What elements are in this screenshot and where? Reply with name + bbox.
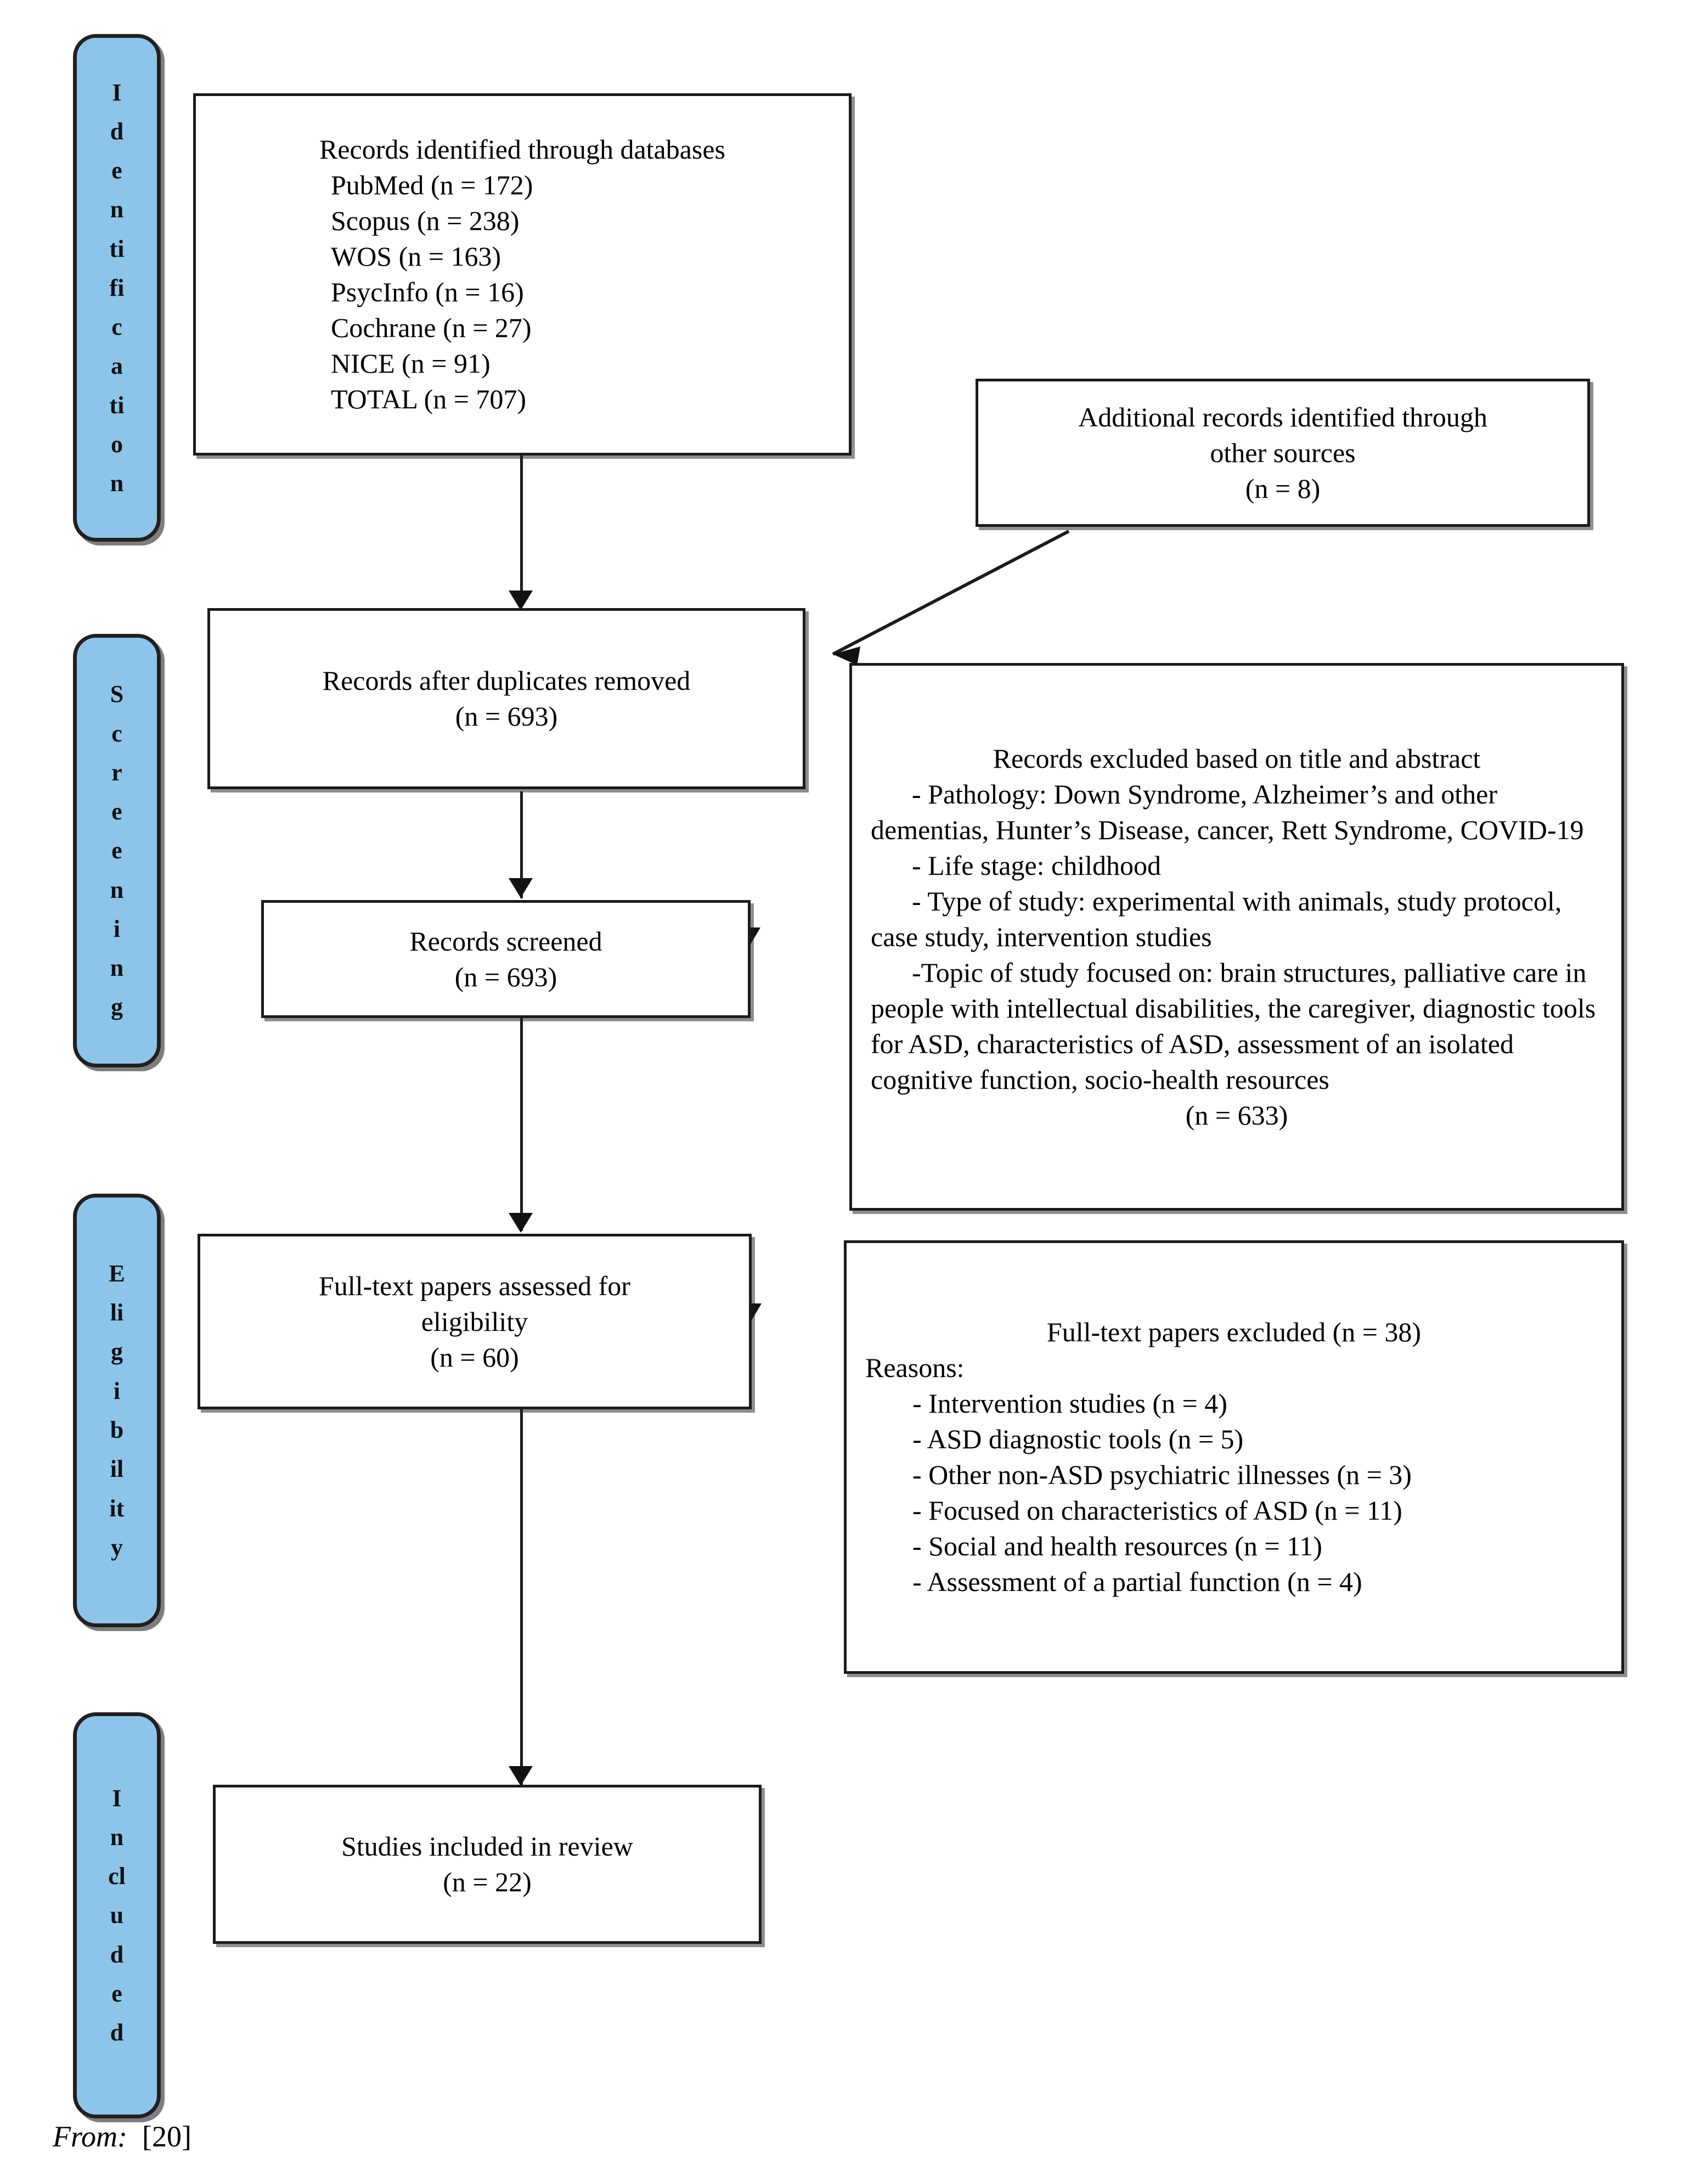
fulltext-excluded-reason: - Assessment of a partial function (n = …	[912, 1566, 1362, 1597]
studies-included-line1: Studies included in review	[341, 1831, 633, 1862]
arrowhead-icon	[509, 1766, 533, 1786]
stage-letter: E	[109, 1260, 125, 1287]
stage-letter: il	[110, 1455, 124, 1483]
fulltext-excluded-heading: Full-text papers excluded (n = 38)	[1046, 1317, 1422, 1347]
stage-label-identification: I d e n ti fi c a ti o n	[110, 73, 125, 503]
stage-letter: e	[111, 157, 122, 184]
connector-additional-to-duplicates	[779, 521, 1119, 681]
box-records-screened: Records screened (n = 693)	[261, 900, 751, 1018]
fulltext-assessed-line1: Full-text papers assessed for	[319, 1270, 630, 1301]
stage-letter: c	[111, 313, 122, 341]
stage-letter: a	[110, 352, 123, 380]
studies-included-count: (n = 22)	[443, 1867, 532, 1897]
source-note-reference: [20]	[142, 2120, 191, 2153]
stage-letter: S	[110, 681, 124, 708]
fulltext-assessed-line2: eligibility	[421, 1306, 528, 1337]
fulltext-excluded-reason: - Other non-ASD psychiatric illnesses (n…	[912, 1459, 1412, 1490]
database-row: TOTAL (n = 707)	[331, 384, 527, 414]
database-row: WOS (n = 163)	[331, 241, 501, 272]
stage-letter: I	[112, 78, 122, 106]
database-row: NICE (n = 91)	[331, 348, 491, 379]
connector-fulltext-to-included	[520, 1406, 523, 1785]
stage-letter: I	[112, 1784, 122, 1812]
stage-letter: it	[109, 1494, 125, 1522]
stage-letter: b	[110, 1416, 124, 1443]
database-row: PubMed (n = 172)	[331, 170, 533, 200]
stage-letter: d	[110, 117, 124, 145]
stage-letter: e	[111, 798, 122, 825]
diagonal-arrow-icon	[832, 530, 1070, 665]
connector-identified-to-duplicates	[520, 453, 523, 601]
stage-letter: o	[110, 430, 123, 458]
box-records-after-duplicates: Records after duplicates removed (n = 69…	[207, 608, 805, 789]
records-identified-heading: Records identified through databases	[319, 134, 726, 165]
fulltext-excluded-reasons-label: Reasons:	[865, 1352, 965, 1383]
connector-duplicates-to-screened	[520, 791, 523, 898]
stage-label-included: I n cl u d e d	[108, 1779, 126, 2053]
box-records-identified: Records identified through databases Pub…	[193, 93, 852, 456]
stage-letter: y	[110, 1533, 123, 1561]
stage-pill-identification: I d e n ti fi c a ti o n	[73, 34, 161, 542]
fulltext-excluded-reason: - Focused on characteristics of ASD (n =…	[912, 1495, 1402, 1526]
stage-label-eligibility: E li g i b il it y	[109, 1254, 125, 1567]
stage-letter: e	[111, 837, 122, 864]
arrowhead-icon	[509, 1213, 533, 1233]
stage-letter: ti	[109, 235, 125, 262]
source-note: From: [20]	[53, 2120, 191, 2154]
box-fulltext-assessed: Full-text papers assessed for eligibilit…	[198, 1234, 752, 1409]
database-row: Scopus (n = 238)	[331, 205, 520, 236]
stage-letter: n	[110, 196, 124, 223]
after-duplicates-count: (n = 693)	[455, 701, 558, 732]
stage-letter: g	[110, 993, 123, 1021]
arrowhead-icon	[509, 878, 533, 898]
stage-letter: cl	[108, 1863, 126, 1890]
database-row: Cochrane (n = 27)	[331, 312, 532, 343]
stage-pill-eligibility: E li g i b il it y	[73, 1194, 161, 1627]
stage-pill-included: I n cl u d e d	[73, 1712, 161, 2118]
stage-letter: g	[110, 1338, 123, 1365]
stage-label-screening: S c r e e n i n g	[110, 674, 123, 1026]
stage-letter: ti	[109, 391, 125, 419]
stage-letter: i	[113, 915, 121, 942]
source-note-prefix: From:	[53, 2120, 127, 2153]
records-screened-line1: Records screened	[409, 925, 602, 957]
fulltext-excluded-reason: - Intervention studies (n = 4)	[912, 1388, 1227, 1419]
connector-screened-to-fulltext	[520, 1017, 523, 1231]
stage-letter: r	[111, 758, 122, 786]
records-identified-database-list: PubMed (n = 172) Scopus (n = 238) WOS (n…	[331, 167, 835, 417]
records-screened-count: (n = 693)	[454, 961, 557, 992]
additional-records-line1: Additional records identified through	[1078, 401, 1487, 432]
database-row: PsycInfo (n = 16)	[331, 277, 524, 307]
fulltext-assessed-count: (n = 60)	[430, 1341, 519, 1373]
stage-letter: li	[110, 1299, 124, 1326]
box-records-excluded-title-abstract: Records excluded based on title and abst…	[849, 663, 1624, 1211]
excluded-title-abstract-count: (n = 633)	[1185, 1099, 1288, 1131]
stage-letter: n	[110, 954, 124, 982]
additional-records-line2: other sources	[1210, 437, 1356, 468]
fulltext-excluded-reason: - Social and health resources (n = 11)	[912, 1531, 1322, 1561]
excluded-title-abstract-heading: Records excluded based on title and abst…	[993, 743, 1481, 774]
stage-letter: e	[111, 1980, 122, 2007]
stage-letter: fi	[109, 274, 125, 301]
stage-letter: n	[110, 1823, 124, 1851]
box-additional-records: Additional records identified through ot…	[976, 379, 1590, 527]
box-studies-included: Studies included in review (n = 22)	[213, 1785, 762, 1944]
stage-letter: c	[111, 719, 122, 747]
arrowhead-icon	[509, 591, 533, 610]
after-duplicates-line1: Records after duplicates removed	[322, 665, 691, 696]
stage-letter: d	[110, 1941, 124, 1968]
stage-letter: d	[110, 2019, 124, 2047]
stage-pill-screening: S c r e e n i n g	[73, 634, 161, 1067]
fulltext-excluded-reason: - ASD diagnostic tools (n = 5)	[912, 1424, 1244, 1454]
stage-letter: i	[113, 1377, 121, 1404]
box-fulltext-excluded: Full-text papers excluded (n = 38) Reaso…	[844, 1240, 1624, 1674]
stage-letter: n	[110, 876, 124, 903]
stage-letter: u	[110, 1902, 124, 1929]
stage-letter: n	[110, 470, 124, 497]
excluded-title-abstract-body: - Pathology: Down Syndrome, Alzheimer’s …	[871, 778, 1596, 1095]
additional-records-count: (n = 8)	[1245, 473, 1321, 504]
